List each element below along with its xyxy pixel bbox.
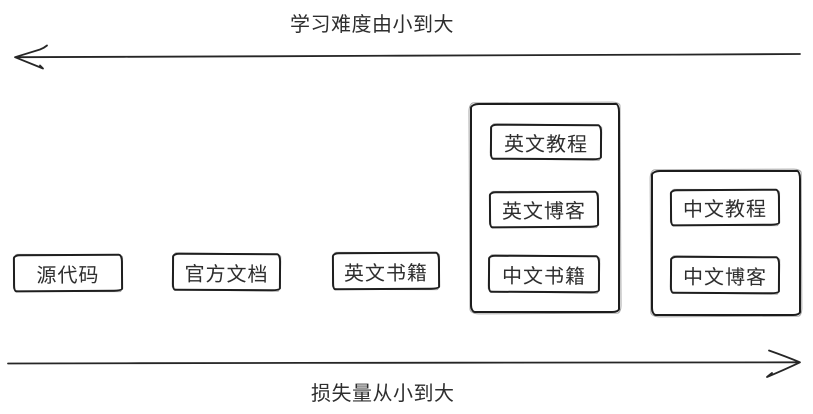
group-right-container: 中文教程 中文博客 <box>651 170 801 316</box>
box-english-blogs-label: 英文博客 <box>501 200 587 224</box>
box-english-blogs: 英文博客 <box>488 190 600 229</box>
box-english-books: 英文书籍 <box>331 251 441 291</box>
box-official-docs: 官方文档 <box>171 252 282 292</box>
box-source-code-label: 源代码 <box>36 264 100 287</box>
box-chinese-tutorials: 中文教程 <box>669 188 781 227</box>
box-chinese-books-label: 中文书籍 <box>501 265 587 288</box>
box-english-tutorials: 英文教程 <box>489 123 603 161</box>
box-official-docs-label: 官方文档 <box>184 263 269 286</box>
box-chinese-blogs: 中文博客 <box>669 255 781 295</box>
box-english-tutorials-label: 英文教程 <box>503 133 589 156</box>
group-left-container: 英文教程 英文博客 中文书籍 <box>470 103 620 313</box>
top-axis-label: 学习难度由小到大 <box>290 14 454 36</box>
box-source-code: 源代码 <box>12 253 124 293</box>
bottom-axis-label: 损失量从小到大 <box>311 383 455 405</box>
loss-arrow-right <box>7 349 801 378</box>
box-chinese-blogs-label: 中文博客 <box>682 266 768 289</box>
box-chinese-books: 中文书籍 <box>487 254 601 294</box>
difficulty-arrow-left <box>14 44 801 70</box>
box-english-books-label: 英文书籍 <box>343 262 429 285</box>
box-chinese-tutorials-label: 中文教程 <box>682 198 768 222</box>
